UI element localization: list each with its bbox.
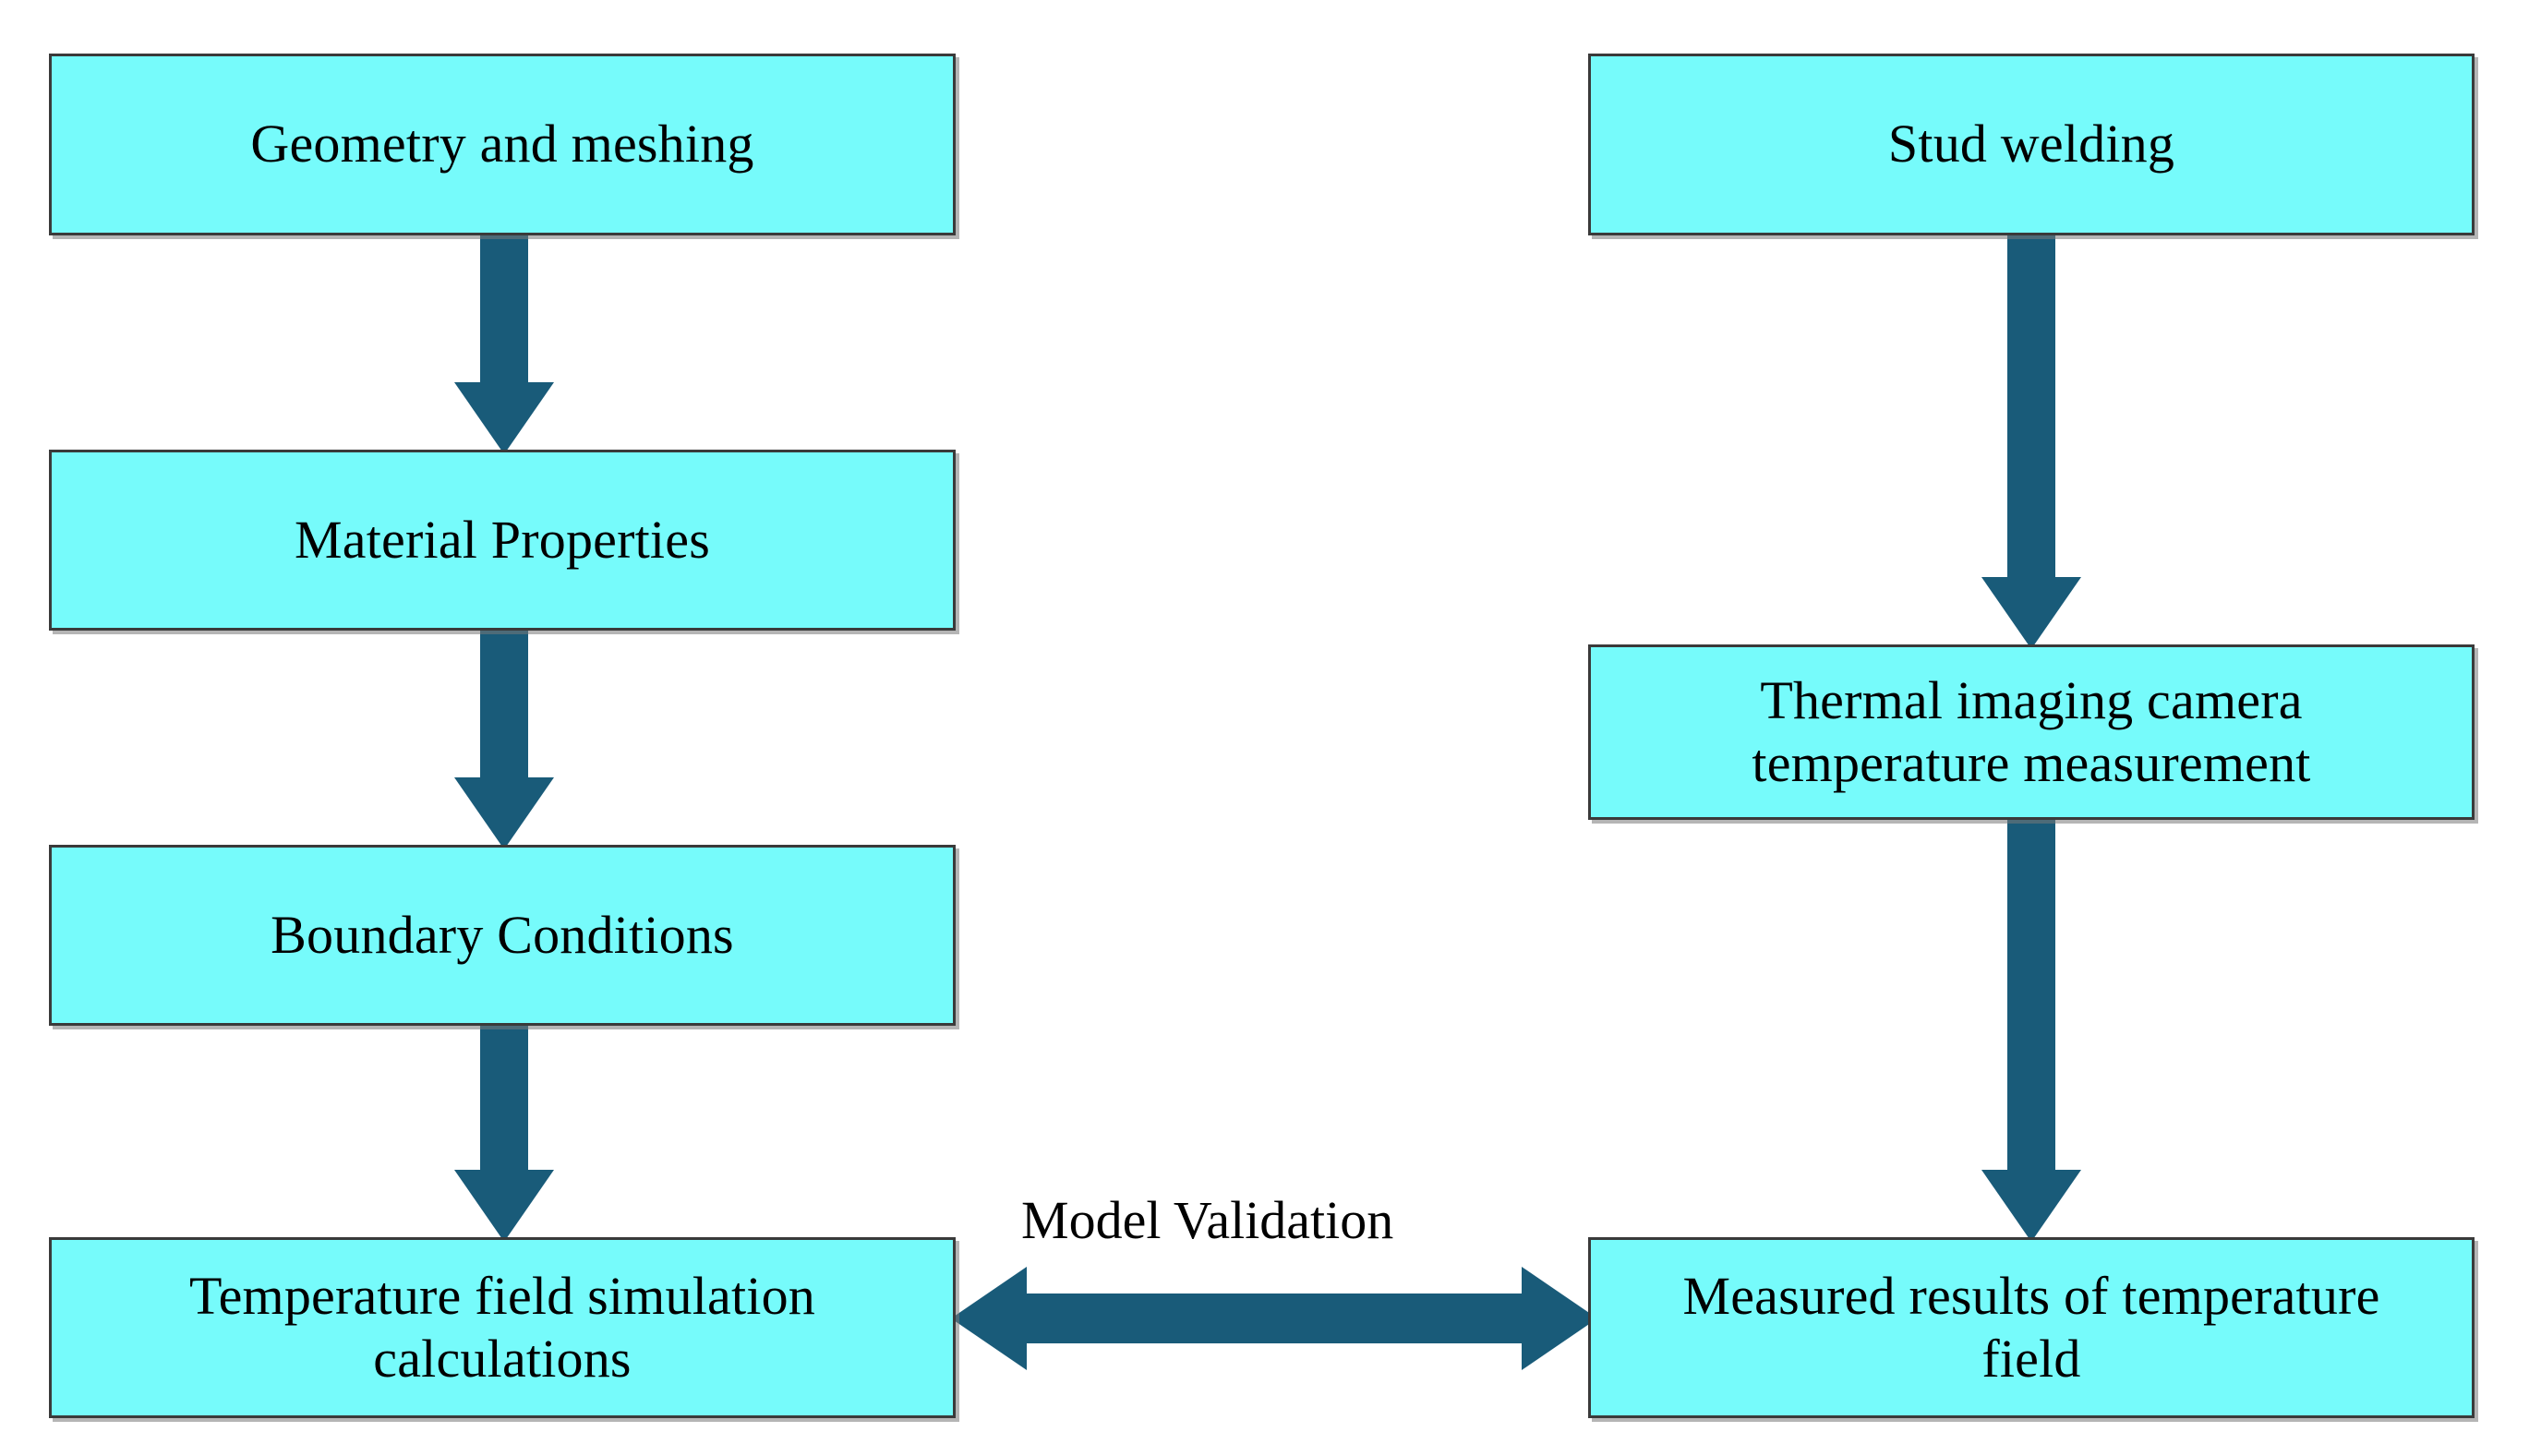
node-label: Thermal imaging camera temperature measu… bbox=[1752, 669, 2311, 793]
arrow-head-left-icon bbox=[951, 1267, 1027, 1370]
arrow-model-validation bbox=[951, 1267, 1597, 1370]
arrow-shaft bbox=[2007, 815, 2055, 1170]
arrow-geometry-to-material bbox=[454, 231, 554, 454]
arrow-shaft bbox=[480, 231, 528, 382]
arrow-shaft bbox=[480, 626, 528, 777]
arrow-head-right-icon bbox=[1522, 1267, 1597, 1370]
arrow-shaft bbox=[1006, 1294, 1542, 1343]
node-label: Temperature field simulation calculation… bbox=[189, 1265, 815, 1389]
edge-label-model-validation: Model Validation bbox=[1021, 1190, 1394, 1250]
node-thermal-imaging-camera-temperature-measurement[interactable]: Thermal imaging camera temperature measu… bbox=[1588, 644, 2475, 820]
node-label: Geometry and meshing bbox=[250, 114, 754, 174]
arrow-head-down-icon bbox=[1981, 1170, 2081, 1242]
arrow-head-down-icon bbox=[454, 1170, 554, 1242]
arrow-head-down-icon bbox=[454, 382, 554, 454]
arrow-thermal-camera-to-measured-results bbox=[1981, 815, 2081, 1242]
node-label: Material Properties bbox=[295, 509, 710, 570]
arrow-material-to-boundary bbox=[454, 626, 554, 849]
node-label: Measured results of temperature field bbox=[1682, 1265, 2380, 1389]
node-stud-welding[interactable]: Stud welding bbox=[1588, 54, 2475, 235]
node-boundary-conditions[interactable]: Boundary Conditions bbox=[49, 845, 956, 1026]
node-temperature-field-simulation-calculations[interactable]: Temperature field simulation calculation… bbox=[49, 1237, 956, 1418]
arrow-head-down-icon bbox=[454, 777, 554, 849]
node-material-properties[interactable]: Material Properties bbox=[49, 450, 956, 631]
arrow-stud-welding-to-thermal-camera bbox=[1981, 231, 2081, 649]
node-geometry-and-meshing[interactable]: Geometry and meshing bbox=[49, 54, 956, 235]
arrow-shaft bbox=[480, 1021, 528, 1170]
node-measured-results-of-temperature-field[interactable]: Measured results of temperature field bbox=[1588, 1237, 2475, 1418]
node-label: Boundary Conditions bbox=[271, 904, 734, 965]
arrow-shaft bbox=[2007, 231, 2055, 577]
node-label: Stud welding bbox=[1887, 114, 2175, 174]
arrow-head-down-icon bbox=[1981, 577, 2081, 649]
arrow-boundary-to-simulation bbox=[454, 1021, 554, 1242]
